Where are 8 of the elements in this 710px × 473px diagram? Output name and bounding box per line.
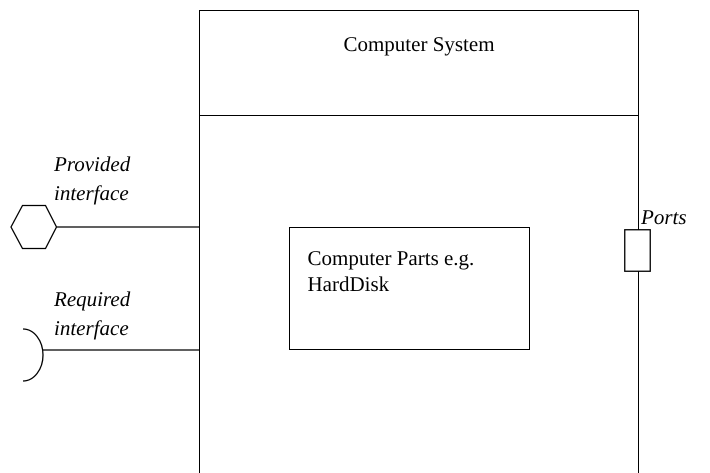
edge-label: Required interface bbox=[54, 286, 132, 342]
connector-line bbox=[43, 349, 199, 351]
part-box bbox=[288, 226, 530, 350]
connector-line bbox=[57, 226, 199, 228]
component-title: Computer System bbox=[342, 31, 496, 57]
edge-label: Provided interface bbox=[54, 151, 132, 207]
part-label: Computer Parts e.g. HardDisk bbox=[308, 244, 476, 296]
port-label: Ports bbox=[641, 204, 687, 230]
